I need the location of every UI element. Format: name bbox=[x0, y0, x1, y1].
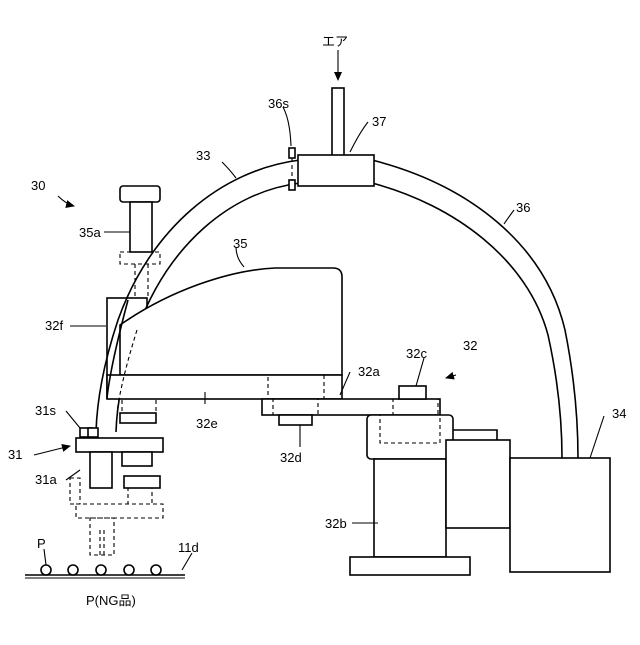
arm-assembly bbox=[107, 268, 342, 399]
label-32a: 32a bbox=[358, 364, 380, 379]
label-35a: 35a bbox=[79, 225, 101, 240]
label-34: 34 bbox=[612, 406, 626, 421]
conveyor-11d bbox=[25, 565, 185, 578]
label-p: P bbox=[37, 536, 46, 551]
label-11d: 11d bbox=[178, 540, 199, 555]
base-32b bbox=[350, 415, 510, 575]
label-30: 30 bbox=[31, 178, 45, 193]
label-32e: 32e bbox=[196, 416, 218, 431]
label-p-ng: P(NG品) bbox=[86, 593, 136, 608]
label-32f: 32f bbox=[45, 318, 63, 333]
label-31a: 31a bbox=[35, 472, 57, 487]
label-36s: 36s bbox=[268, 96, 289, 111]
valve-37 bbox=[298, 155, 374, 186]
cylinder-35a bbox=[120, 186, 160, 298]
sensor-36s bbox=[289, 148, 295, 190]
label-31s: 31s bbox=[35, 403, 56, 418]
label-air: エア bbox=[322, 34, 348, 49]
air-inlet bbox=[332, 50, 344, 158]
label-33: 33 bbox=[196, 148, 210, 163]
label-37: 37 bbox=[372, 114, 386, 129]
label-32d: 32d bbox=[280, 450, 302, 465]
label-31: 31 bbox=[8, 447, 22, 462]
label-32: 32 bbox=[463, 338, 477, 353]
label-32b: 32b bbox=[325, 516, 347, 531]
label-32c: 32c bbox=[406, 346, 427, 361]
label-36: 36 bbox=[516, 200, 530, 215]
box-34 bbox=[510, 458, 610, 572]
label-35: 35 bbox=[233, 236, 247, 251]
